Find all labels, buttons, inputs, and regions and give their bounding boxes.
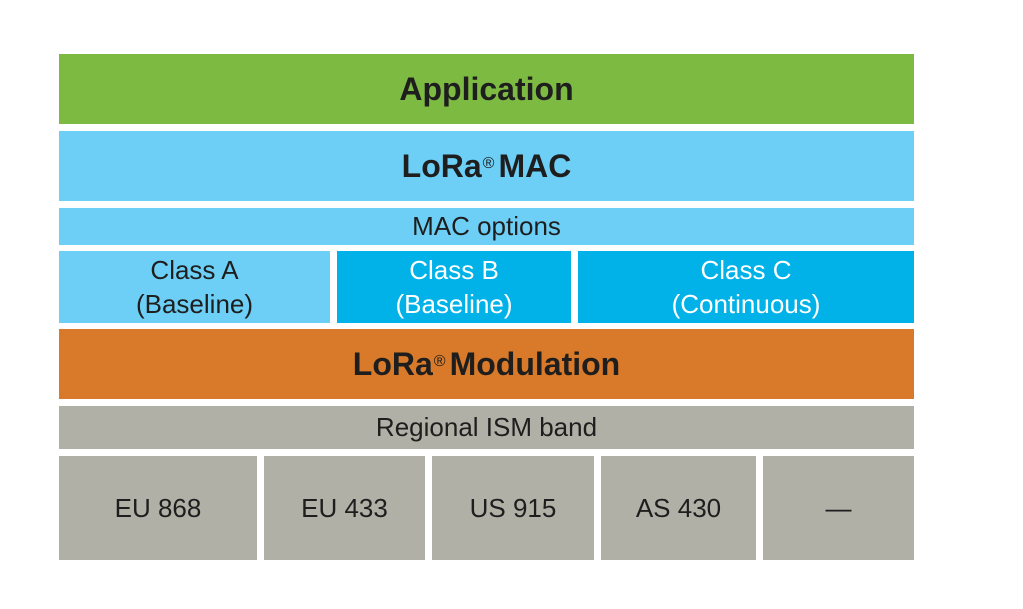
lora-mac-label: LoRa (401, 147, 482, 184)
mac-options-label: MAC options (412, 211, 561, 241)
registered-mark: ® (433, 353, 446, 370)
regional-ism-band-label: Regional ISM band (375, 412, 598, 442)
band-cell-us915: US 915 (432, 456, 594, 560)
band-label: AS 430 (635, 492, 722, 523)
application-label: Application (399, 70, 574, 107)
lora-modulation-label: LoRa (352, 345, 433, 382)
band-cell-eu868: EU 868 (59, 456, 257, 560)
class-b-cell: Class B (Baseline) (337, 251, 571, 323)
regional-ism-band-layer: Regional ISM band (59, 406, 914, 449)
band-cell-other: — (763, 456, 914, 560)
class-c-name: Class C (700, 255, 792, 285)
class-c-cell: Class C (Continuous) (578, 251, 914, 323)
band-label: EU 433 (301, 492, 388, 523)
band-label: EU 868 (114, 492, 202, 523)
band-label: US 915 (469, 492, 557, 523)
class-c-detail: (Continuous) (671, 289, 821, 319)
band-cell-as430: AS 430 (601, 456, 756, 560)
lora-modulation-suffix: Modulation (449, 345, 621, 382)
class-a-name: Class A (150, 255, 239, 285)
registered-mark: ® (482, 155, 495, 172)
lora-modulation-layer: LoRa®Modulation (59, 329, 914, 399)
mac-options-layer: MAC options (59, 208, 914, 245)
band-cell-eu433: EU 433 (264, 456, 425, 560)
application-layer: Application (59, 54, 914, 124)
class-b-name: Class B (409, 255, 499, 285)
lora-mac-layer: LoRa®MAC (59, 131, 914, 201)
class-a-cell: Class A (Baseline) (59, 251, 330, 323)
band-label: — (825, 492, 852, 523)
class-b-detail: (Baseline) (395, 289, 513, 319)
lora-mac-suffix: MAC (498, 147, 572, 184)
class-a-detail: (Baseline) (135, 289, 254, 319)
